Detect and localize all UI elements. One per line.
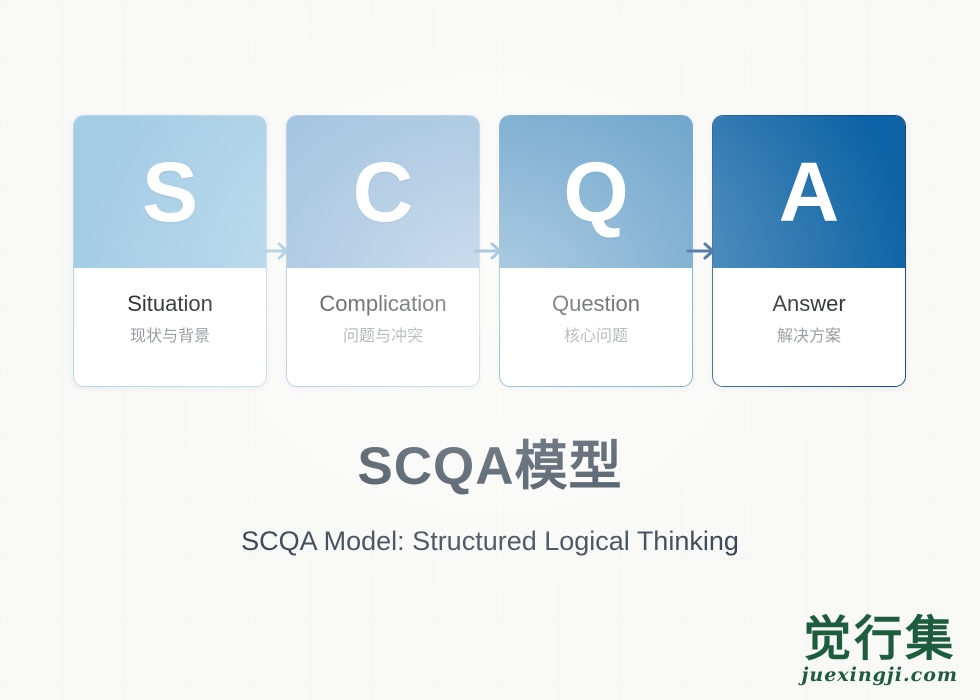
arrow-s-to-c	[260, 115, 288, 387]
card-complication-title: Complication	[319, 291, 447, 316]
card-answer-body: Answer 解决方案	[713, 268, 905, 386]
card-answer[interactable]: A Answer 解决方案	[712, 115, 906, 387]
card-question-title: Question	[551, 291, 641, 316]
card-answer-header: A	[713, 116, 905, 268]
watermark-domain: juexingji.com	[801, 664, 958, 687]
card-complication-header: C	[287, 116, 479, 268]
card-situation-letter: S	[141, 145, 199, 239]
card-situation-title: Situation	[127, 291, 213, 316]
card-situation[interactable]: S Situation 现状与背景	[73, 115, 267, 387]
watermark-logo-text: 觉行集	[803, 611, 957, 668]
card-complication-letter: C	[352, 145, 414, 239]
card-answer-title: Answer	[772, 291, 846, 316]
card-situation-body: Situation 现状与背景	[74, 268, 266, 386]
watermark: 觉行集 juexingji.com	[802, 615, 958, 686]
card-question-subtitle: 核心问题	[563, 326, 628, 346]
scqa-cards-row: S Situation 现状与背景 C Complication 问题与冲	[73, 115, 907, 387]
arrow-q-to-a	[686, 115, 714, 387]
card-answer-letter: A	[778, 145, 840, 239]
arrow-c-to-q	[473, 115, 501, 387]
card-answer-subtitle: 解决方案	[776, 326, 841, 346]
card-complication-body: Complication 问题与冲突	[287, 268, 479, 386]
page-title: SCQA模型	[357, 437, 623, 496]
card-complication[interactable]: C Complication 问题与冲突	[286, 115, 480, 387]
card-question-body: Question 核心问题	[500, 268, 692, 386]
page-subtitle: SCQA Model: Structured Logical Thinking	[241, 526, 739, 556]
card-situation-header: S	[74, 116, 266, 268]
card-question-letter: Q	[563, 145, 629, 239]
card-question-header: Q	[500, 116, 692, 268]
card-complication-subtitle: 问题与冲突	[342, 326, 423, 346]
card-question[interactable]: Q Question 核心问题	[499, 115, 693, 387]
card-situation-subtitle: 现状与背景	[129, 326, 210, 346]
